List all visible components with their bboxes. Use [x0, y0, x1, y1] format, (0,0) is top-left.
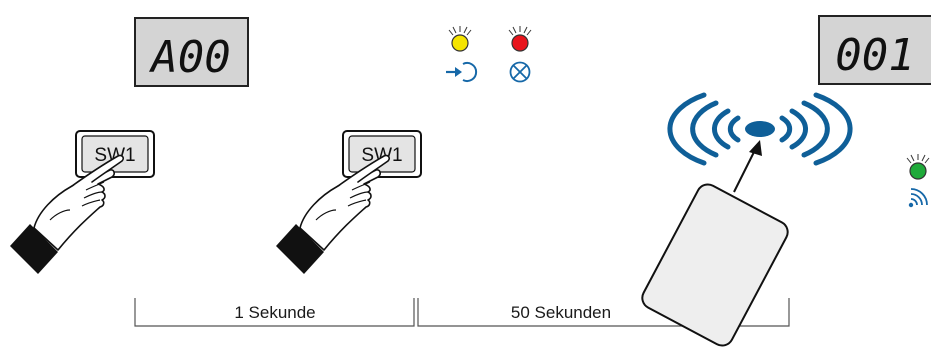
sw1-button-first-label: SW1 [94, 145, 135, 166]
sw1-button-second[interactable]: SW1 [342, 130, 422, 178]
pressing-hand-icon [9, 154, 125, 275]
led-red-lamp [511, 34, 529, 52]
timeline-segment-1 [134, 298, 415, 327]
enter-arrow-icon [446, 62, 478, 82]
led-green [906, 153, 930, 180]
display-left-frame [134, 17, 249, 87]
led-yellow-lamp [451, 34, 469, 52]
sw1-button-first[interactable]: SW1 [75, 130, 155, 178]
led-red [508, 25, 532, 52]
timeline-segment-2 [417, 298, 790, 327]
display-left-value: A00 [148, 32, 230, 83]
rfid-antenna-dot [745, 121, 775, 137]
timeline-label-2: 50 Sekunden [511, 303, 611, 322]
approach-arrow [733, 140, 762, 193]
pressing-hand-icon [275, 154, 391, 275]
led-green-lamp [909, 162, 927, 180]
display-left: A00 [134, 17, 249, 87]
timeline [134, 298, 790, 327]
display-right-value: 001 [835, 30, 914, 81]
display-right: 001 [818, 15, 931, 85]
led-yellow [448, 25, 472, 52]
cross-circle-icon [509, 61, 531, 83]
display-right-frame [818, 15, 931, 85]
sw1-button-second-label: SW1 [361, 145, 402, 166]
rfid-signal-icon [908, 188, 928, 208]
rfid-card [641, 183, 789, 347]
rfid-reader-field [667, 92, 853, 166]
timeline-label-1: 1 Sekunde [234, 303, 315, 322]
